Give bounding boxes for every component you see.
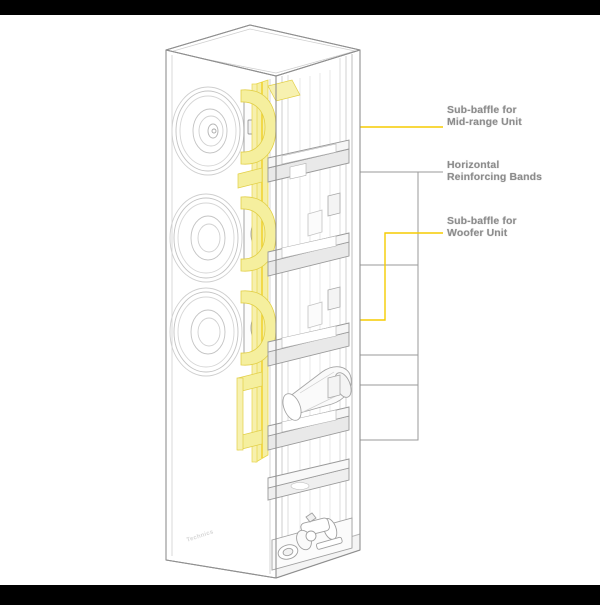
woofer-upper-sub-baffle xyxy=(240,196,277,272)
reinforcing-band-2 xyxy=(267,162,350,277)
woofer-driver-upper xyxy=(169,193,243,283)
reinforcing-band-5 xyxy=(267,458,350,501)
lower-brace-vertical xyxy=(236,377,244,451)
woofer-lower-sub-baffle xyxy=(240,290,277,366)
horizontal-reinforcing-bands xyxy=(267,139,350,501)
cabinet-outline-overlay xyxy=(165,24,361,579)
leader-bands-bracket xyxy=(346,171,419,441)
rear-wall-brackets xyxy=(307,192,341,399)
cabinet-interior xyxy=(236,70,353,571)
reinforcing-band-4 xyxy=(267,406,350,451)
mid-brace-arm xyxy=(237,167,263,189)
crossover-assembly xyxy=(271,512,353,571)
front-drivers xyxy=(169,86,245,377)
reinforcing-band-1 xyxy=(267,139,350,183)
yellow-reinforcement-highlights xyxy=(236,79,301,463)
midrange-sub-baffle xyxy=(240,89,277,165)
woofer-driver-lower xyxy=(169,287,243,377)
reinforcing-band-3 xyxy=(267,322,350,367)
mid-range-driver xyxy=(171,86,245,176)
vertical-brace-face xyxy=(251,83,258,463)
